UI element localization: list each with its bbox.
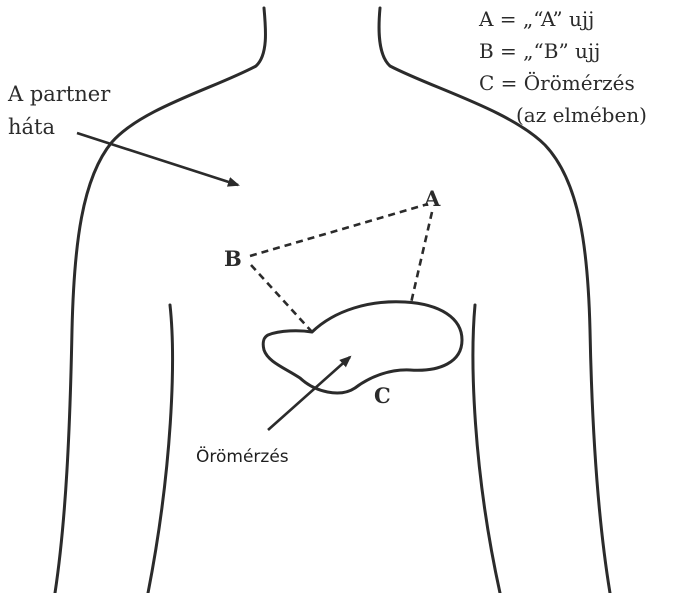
legend-line-a: A = „“A” ujj: [478, 7, 594, 31]
dashed-line-b-to-region: [251, 265, 313, 333]
point-c-label: C: [374, 383, 391, 408]
pleasure-label: Örömérzés: [196, 445, 289, 467]
point-a-label: A: [423, 186, 441, 211]
point-b-label: B: [224, 246, 242, 271]
inner-right-line: [473, 305, 500, 593]
torso-right-outline: [379, 8, 610, 593]
back-label-line1: A partner: [7, 82, 111, 106]
dashed-line-b-to-a: [250, 204, 428, 256]
legend-line-c: C = Örömérzés: [479, 70, 635, 95]
legend-line-b: B = „“B” ujj: [479, 39, 600, 63]
inner-left-line: [148, 305, 172, 593]
pleasure-region-shape: [263, 302, 462, 393]
back-label-line2: háta: [8, 115, 55, 139]
dashed-line-a-to-region: [411, 212, 432, 303]
legend-line-c-continued: (az elmében): [516, 103, 647, 127]
